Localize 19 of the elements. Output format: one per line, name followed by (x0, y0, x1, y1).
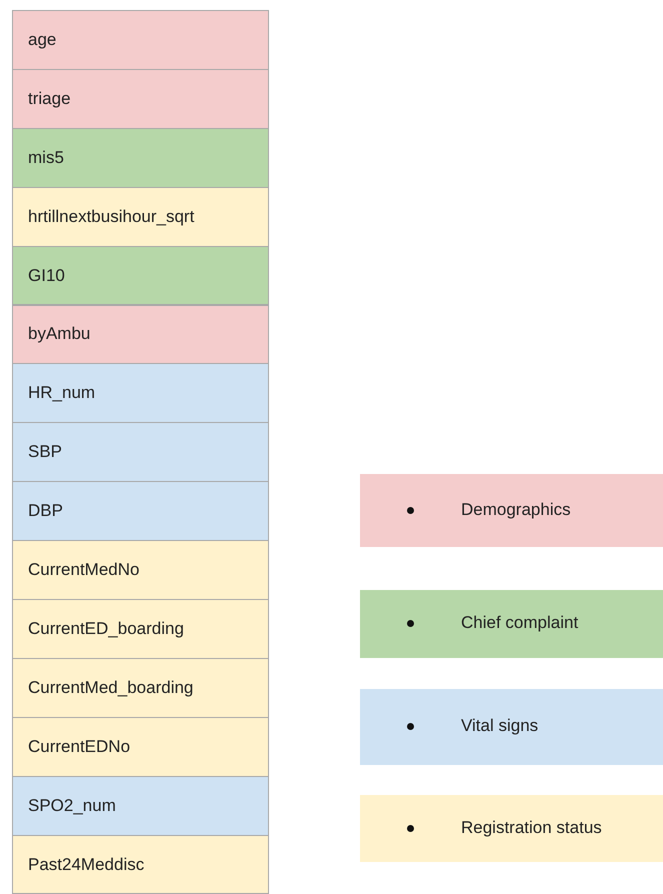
table-cell: SBP (12, 422, 269, 482)
table-cell: DBP (12, 481, 269, 542)
table-cell: CurrentMed_boarding (12, 658, 269, 718)
legend-text: Registration status (461, 818, 602, 838)
table-cell: CurrentEDNo (12, 716, 269, 777)
table-cell: CurrentED_boarding (12, 599, 269, 659)
legend-text: Vital signs (461, 716, 538, 736)
table-cell: GI10 (12, 246, 269, 306)
table-cell: Past24Meddisc (12, 834, 269, 894)
table-cell: CurrentMedNo (12, 540, 269, 600)
table-cell: hrtillnextbusihour_sqrt (12, 186, 269, 247)
legend-text: Demographics (461, 500, 571, 520)
table-cell: mis5 (12, 128, 269, 188)
table-cell: HR_num (12, 363, 269, 424)
legend-text: Chief complaint (461, 613, 578, 633)
table-cell: age (12, 10, 269, 70)
table-cell: SPO2_num (12, 776, 269, 836)
table-cell: triage (12, 68, 269, 129)
table-cell: byAmbu (12, 304, 269, 364)
